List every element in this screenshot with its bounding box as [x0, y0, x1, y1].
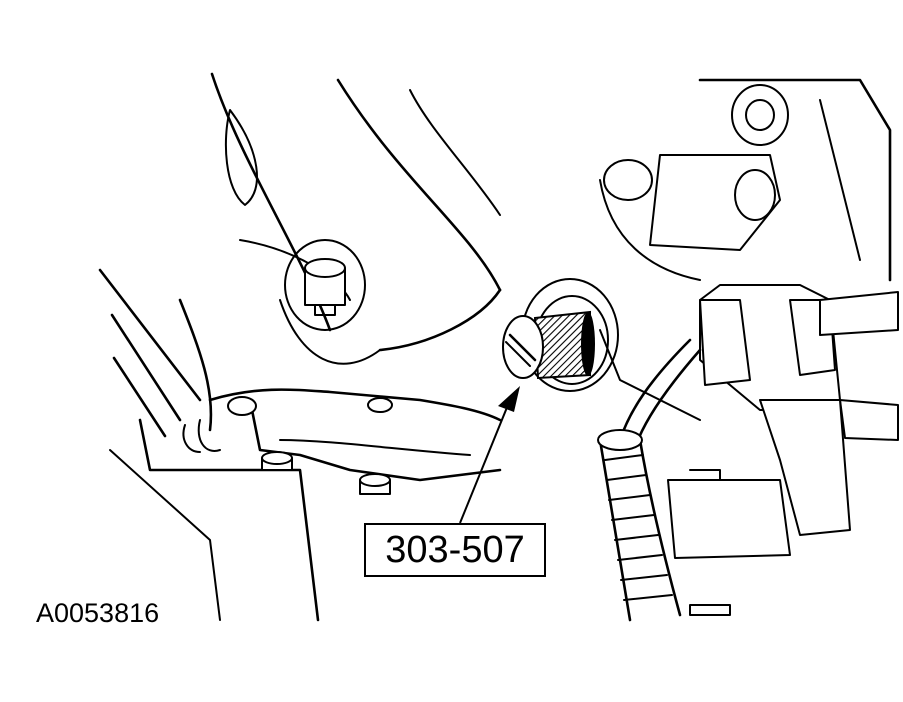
tool-callout-label: 303-507 [364, 523, 546, 577]
callout-leader [459, 386, 520, 524]
bolt-upper-left [284, 239, 366, 331]
wiring-harness [597, 338, 731, 622]
special-tool-303-507 [502, 310, 595, 380]
bracket-arm [182, 388, 502, 495]
sensor-connector [667, 284, 899, 559]
figure-id: A0053816 [36, 598, 160, 628]
cylinder-head-right [599, 78, 892, 421]
